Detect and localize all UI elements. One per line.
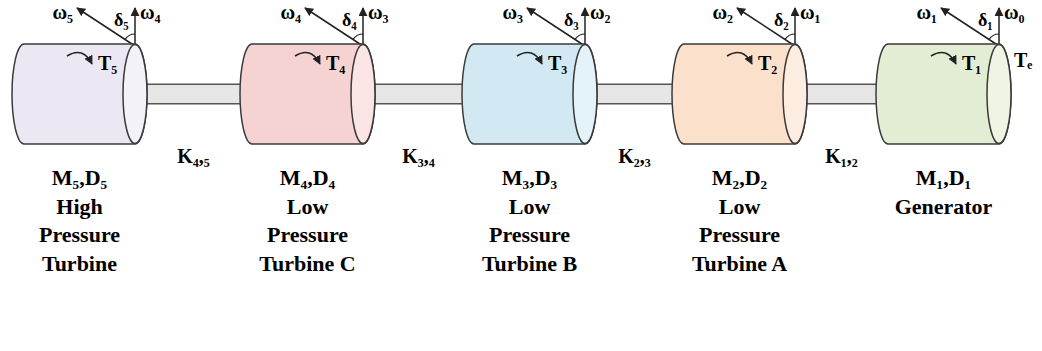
cylinder-shape	[240, 44, 375, 144]
speed-label: ω₂	[590, 2, 611, 22]
shaft-body	[375, 85, 462, 103]
torque-label: T₁	[962, 53, 981, 73]
angle-arc	[353, 34, 363, 39]
turbine-cylinder: T₄M₄,D₄Low Pressure Turbine C	[240, 44, 375, 144]
angle-figures	[77, 8, 999, 46]
rotor-axis	[305, 8, 363, 46]
angle-arc	[125, 34, 135, 39]
angle-label: δ₄	[342, 11, 357, 29]
inertia-damping-label: M₄,D₄	[248, 164, 368, 193]
part-name: Generator	[884, 193, 1004, 222]
cylinder-body	[672, 44, 807, 144]
torque-label: T₄	[326, 53, 345, 73]
speed-label: ω₁	[916, 2, 937, 22]
torque-label: T₅	[98, 53, 117, 73]
part-name: Low Pressure Turbine B	[470, 193, 590, 279]
inertia-damping-label: M₅,D₅	[20, 164, 140, 193]
stiffness-label: K₁,₂	[825, 146, 858, 166]
angle-arc	[785, 34, 795, 39]
torque-arrow	[517, 52, 542, 64]
shaft	[375, 94, 462, 95]
reference-axis	[134, 8, 136, 46]
speed-label: ω₃	[502, 2, 523, 22]
stiffness-label: K₃,₄	[402, 146, 435, 166]
rotor-axis	[77, 8, 135, 46]
caption: M₂,D₂Low Pressure Turbine A	[660, 164, 820, 278]
inertia-damping-label: M₃,D₃	[470, 164, 590, 193]
speed-label: ω₄	[280, 2, 301, 22]
cylinder-shape	[462, 44, 597, 144]
shaft	[147, 94, 240, 95]
reference-axis	[362, 8, 364, 46]
rotor-axis	[737, 8, 795, 46]
angle-label: δ₁	[978, 11, 993, 29]
torque-label: Tₑ	[1014, 50, 1033, 70]
cylinder-shape	[12, 44, 147, 144]
speed-label: ω₂	[712, 2, 733, 22]
torque-arrow	[931, 52, 956, 64]
shaft	[597, 94, 672, 95]
stiffness-label: K₂,₃	[618, 146, 651, 166]
part-name: Low Pressure Turbine C	[248, 193, 368, 279]
cylinder-shape	[876, 44, 1011, 144]
cylinder-body	[240, 44, 375, 144]
torque-arrow	[67, 52, 92, 64]
part-name: Low Pressure Turbine A	[680, 193, 800, 279]
shaft-outline	[597, 84, 672, 105]
cylinder-face	[573, 45, 597, 144]
torque-label: T₃	[548, 53, 567, 73]
cylinder-shape	[672, 44, 807, 144]
shaft-outline	[807, 84, 876, 105]
part-name: High Pressure Turbine	[20, 193, 140, 279]
reference-axis	[584, 8, 586, 46]
turbine-cylinder: T₃M₃,D₃Low Pressure Turbine B	[462, 44, 597, 144]
speed-label: ω₅	[52, 2, 73, 22]
cylinder-face	[783, 45, 807, 144]
reference-axis	[998, 8, 1000, 46]
reference-axis	[794, 8, 796, 46]
shaft	[807, 94, 876, 95]
speed-label: ω₃	[368, 2, 389, 22]
torque-arrow	[727, 52, 752, 64]
cylinder-face	[123, 45, 147, 144]
shaft-body	[807, 85, 876, 103]
caption: M₁,D₁Generator	[864, 164, 1024, 221]
angle-arc	[575, 34, 585, 39]
angle-label: δ₅	[114, 11, 129, 29]
cylinder-face	[351, 45, 375, 144]
cylinder-face	[987, 45, 1011, 144]
torque-label: T₂	[758, 53, 777, 73]
angle-label: δ₂	[774, 11, 789, 29]
shaft-outline	[375, 84, 462, 105]
speed-label: ω₄	[140, 2, 161, 22]
cylinder-body	[12, 44, 147, 144]
inertia-damping-label: M₂,D₂	[680, 164, 800, 193]
speed-label: ω₀	[1004, 2, 1025, 22]
generator-cylinder: T₁M₁,D₁Generator	[876, 44, 1011, 144]
rotor-axis	[527, 8, 585, 46]
stiffness-label: K₄,₅	[177, 146, 210, 166]
cylinder-body	[462, 44, 597, 144]
torque-arrow	[295, 52, 320, 64]
rotor-axis	[941, 8, 999, 46]
cylinder-body	[876, 44, 1011, 144]
speed-label: ω₁	[800, 2, 821, 22]
turbine-cylinder: T₅M₅,D₅High Pressure Turbine	[12, 44, 147, 144]
caption: M₃,D₃Low Pressure Turbine B	[450, 164, 610, 278]
shaft-body	[597, 85, 672, 103]
inertia-damping-label: M₁,D₁	[884, 164, 1004, 193]
angle-arc	[989, 34, 999, 39]
shaft-outline	[147, 84, 240, 105]
turbine-cylinder: T₂M₂,D₂Low Pressure Turbine A	[672, 44, 807, 144]
angle-label: δ₃	[564, 11, 579, 29]
caption: M₅,D₅High Pressure Turbine	[0, 164, 160, 278]
caption: M₄,D₄Low Pressure Turbine C	[228, 164, 388, 278]
shaft-body	[147, 85, 240, 103]
